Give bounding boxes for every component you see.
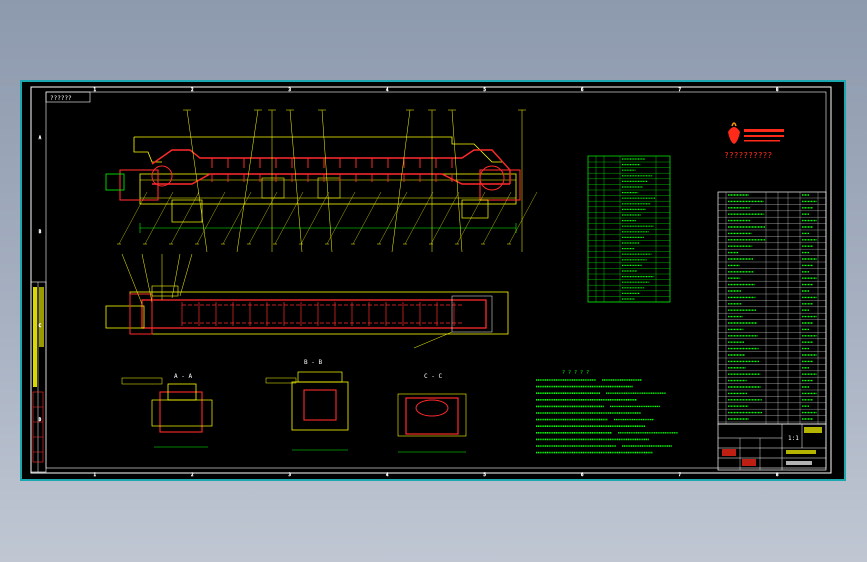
bill-of-materials [717,191,827,425]
elevation-view [105,136,521,233]
leader-line [222,191,252,245]
plan-chain-flights [181,302,455,326]
logo-caption: ?????????? [724,151,772,160]
zone-number-bottom: 7 [679,472,682,477]
leader-line [321,109,333,253]
leader-line [186,109,208,253]
section-aa-view: A - A [121,373,213,448]
leader-line [144,191,174,245]
leader-line [352,191,382,245]
leader-line [248,191,278,245]
leader-line [482,191,512,245]
zone-number: 7 [679,87,682,92]
plan-leader [171,253,181,299]
zone-number: 3 [289,87,292,92]
inner-border [30,86,832,474]
technical-notes [536,379,678,454]
leader-line [118,191,148,245]
leader-line [289,109,303,253]
zone-number-bottom: 6 [581,472,584,477]
zone-letter: A [39,135,42,140]
left-revision-strip [30,281,47,473]
leader-line [404,191,434,245]
parts-table-frame [587,155,671,303]
section-bb-label: B - B [304,359,322,366]
plan-leader [141,253,153,303]
tag-box [45,91,91,103]
plan-leader [121,253,143,305]
leader-line [378,191,408,245]
leader-line [326,191,356,245]
zone-letter: D [39,417,42,422]
section-cc-label: C - C [424,373,442,380]
zone-number: 5 [484,87,487,92]
zone-number-bottom: 3 [289,472,292,477]
zone-letter: B [39,229,42,234]
leader-line [508,191,538,245]
elevation-chain-flights [211,158,453,182]
zone-number-bottom: 8 [776,472,779,477]
zone-number-bottom: 1 [94,472,97,477]
zone-number: 1 [94,87,97,92]
leader-line [456,191,486,245]
plan-leader [413,331,453,349]
leader-line [391,109,411,253]
leader-line [274,191,304,245]
plan-view [105,285,509,335]
leader-line [236,109,259,253]
zone-number: 6 [581,87,584,92]
technical-notes-heading: ? ? ? ? ? [562,370,589,376]
plan-leader [179,253,193,297]
leader-line [430,191,460,245]
leader-line [451,109,463,253]
zone-number-bottom: 5 [484,472,487,477]
zone-number: 8 [776,87,779,92]
zone-letter: C [39,323,42,328]
elevation-leader-lines [117,109,538,253]
leader-line [170,191,200,245]
plan-leader-lines [121,253,453,349]
section-cc-view: C - C [397,373,467,453]
title-block [717,423,827,471]
drawing-border [45,91,827,469]
zone-number: 4 [386,87,389,92]
leader-line [196,191,226,245]
scale-value: 1:1 [788,435,799,442]
section-bb-view: B - B [265,359,349,451]
zone-number: 2 [191,87,194,92]
section-aa-label: A - A [174,373,192,380]
company-logo [728,122,784,144]
top-left-tag: ?????? [50,95,72,102]
leader-line [300,191,330,245]
zone-number-bottom: 2 [191,472,194,477]
zone-number-bottom: 4 [386,472,389,477]
parts-table [587,155,671,303]
